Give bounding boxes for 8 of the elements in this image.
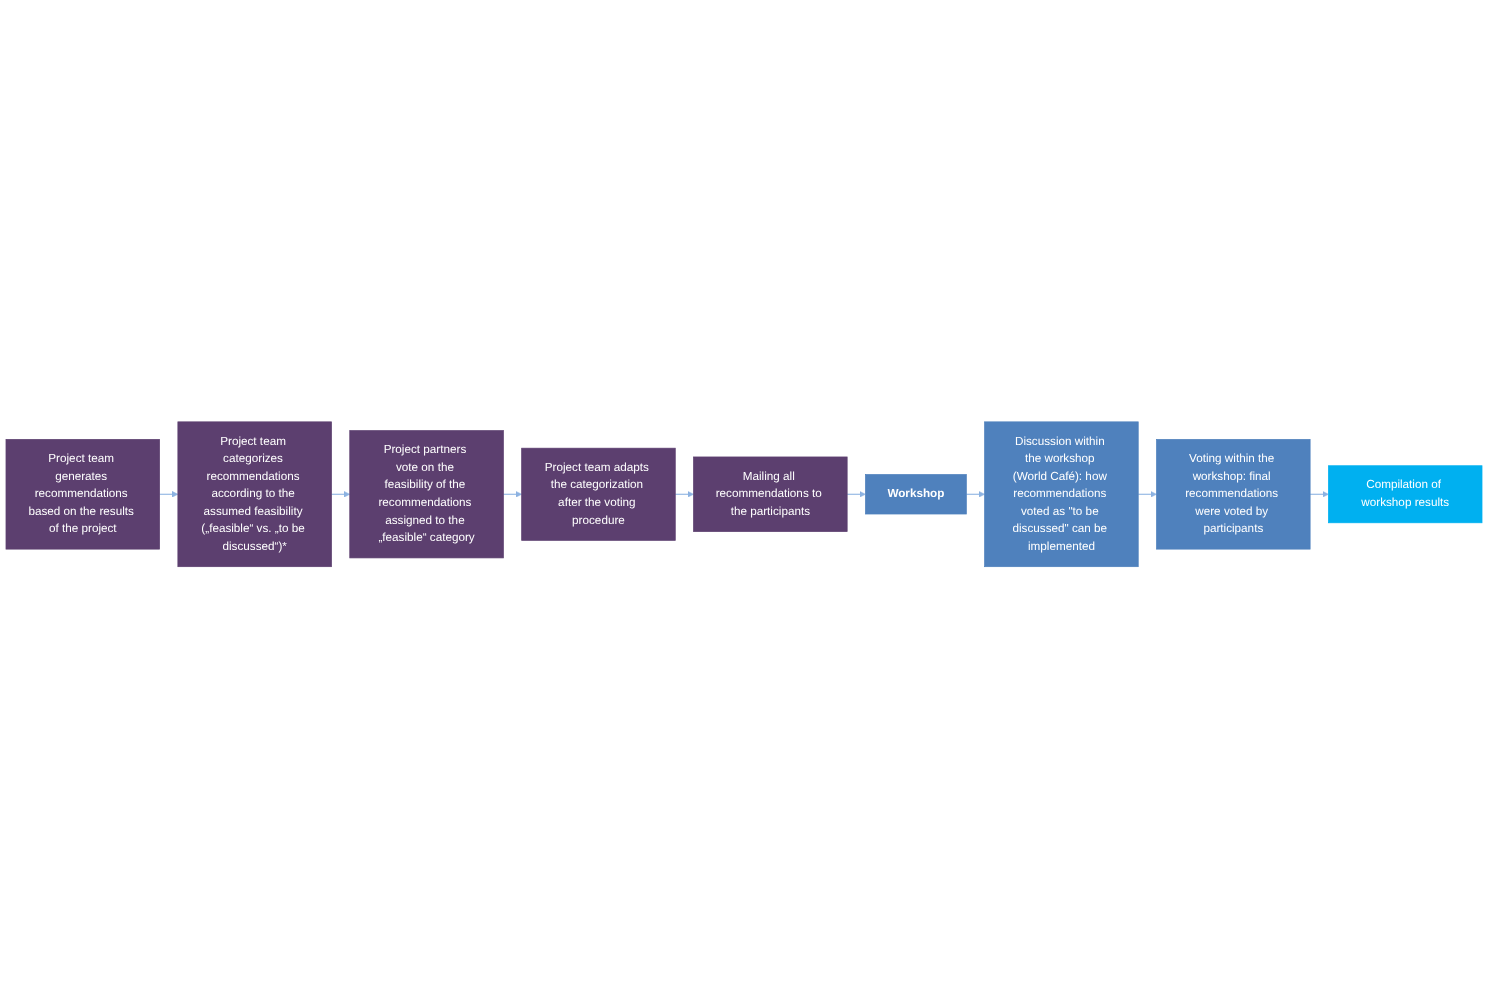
arrow — [965, 491, 985, 499]
arrow — [159, 491, 179, 499]
arrow — [1309, 491, 1329, 499]
arrow — [502, 491, 522, 499]
arrow — [674, 491, 694, 499]
arrow — [846, 491, 866, 499]
arrow — [330, 491, 351, 499]
arrow — [1137, 491, 1157, 499]
